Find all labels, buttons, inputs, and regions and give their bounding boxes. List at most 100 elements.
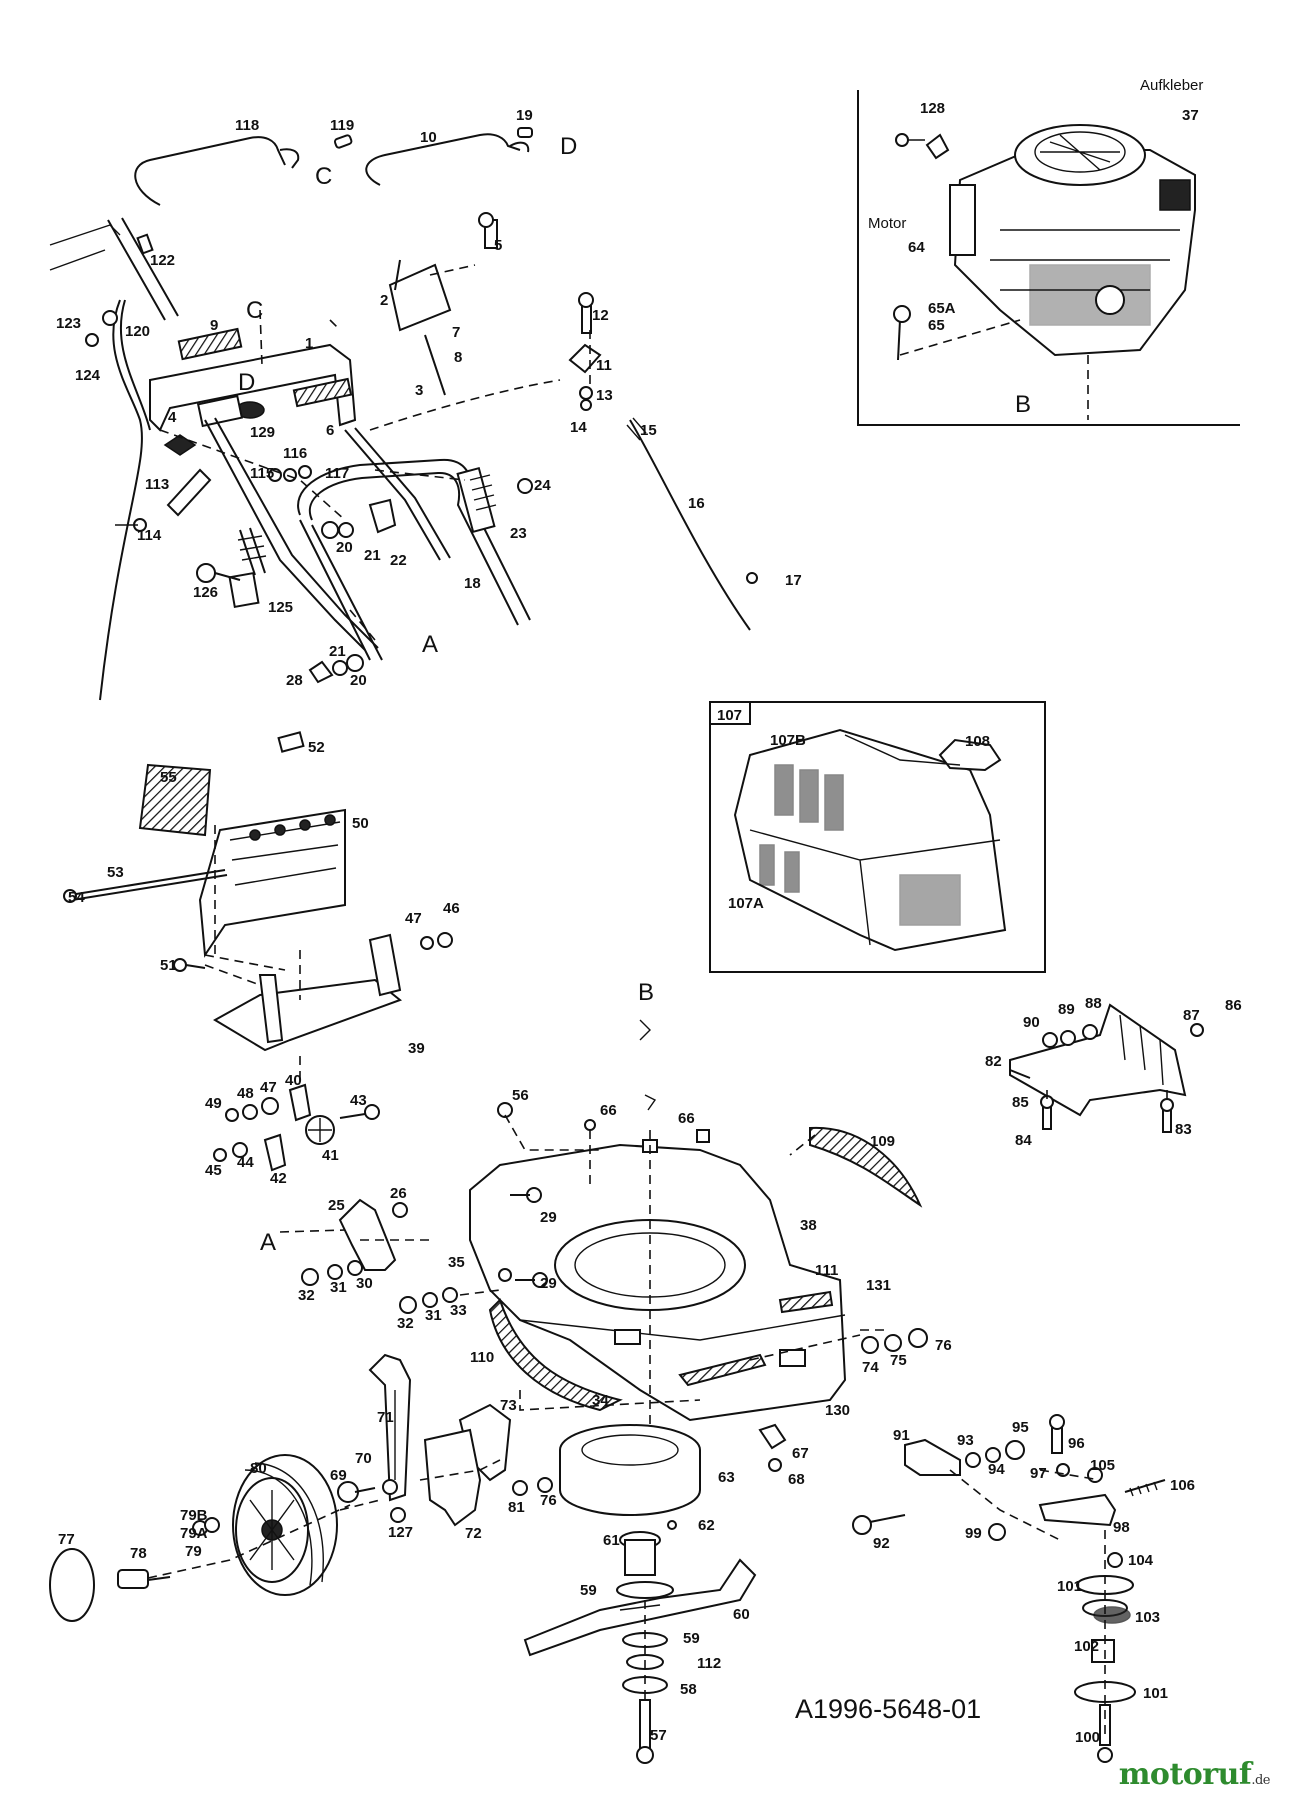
- part-label: 130: [825, 1402, 850, 1419]
- part-label: 50: [352, 815, 369, 832]
- part-label: 115: [250, 465, 274, 482]
- part-label: 131: [866, 1277, 891, 1294]
- part-label: 10: [420, 129, 437, 146]
- part-label: 105: [1090, 1457, 1115, 1474]
- part-label: 44: [237, 1154, 254, 1171]
- part-label: 7: [452, 324, 460, 341]
- rear-flap-assembly: [63, 731, 453, 1052]
- part-label: 122: [150, 252, 175, 269]
- view-letter-d: D: [238, 369, 255, 396]
- part-label: 32: [397, 1315, 414, 1332]
- part-label: 29: [540, 1275, 557, 1292]
- hubcap-77: [49, 1548, 95, 1622]
- part-label: 31: [425, 1307, 442, 1324]
- part-label: 23: [510, 525, 527, 542]
- part-label: 125: [268, 599, 293, 616]
- part-label: 112: [697, 1655, 721, 1672]
- rear-flap-50: [198, 808, 346, 958]
- part-label: 111: [815, 1262, 838, 1279]
- part-label: 19: [516, 107, 533, 124]
- part-label: 60: [733, 1606, 750, 1623]
- part-label: 79A: [180, 1525, 208, 1542]
- part-label: 12: [592, 307, 609, 324]
- part-label: 47: [405, 910, 422, 927]
- part-label: 62: [698, 1517, 715, 1534]
- lever-113: [166, 468, 212, 517]
- part-label: 94: [988, 1461, 1005, 1478]
- clip-54: [63, 889, 77, 903]
- part-label: 54: [68, 889, 85, 906]
- part-label: 9: [210, 317, 218, 334]
- part-label: 4: [168, 409, 177, 426]
- part-label: 98: [1113, 1519, 1130, 1536]
- part-label: 86: [1225, 997, 1242, 1014]
- part-label: 116: [283, 445, 307, 462]
- part-label: 66: [678, 1110, 695, 1127]
- decal-6: [292, 377, 353, 408]
- part-label: 21: [364, 547, 381, 564]
- part-number-labels: 118 119 10 19 122 123 120 124 9 1 4 129 …: [56, 100, 1242, 1746]
- view-letter-a: A: [260, 1229, 276, 1256]
- cable-118: [134, 136, 286, 206]
- part-label: 47: [260, 1079, 277, 1096]
- part-label: 49: [205, 1095, 222, 1112]
- part-label: 67: [792, 1445, 809, 1462]
- part-label: 127: [388, 1524, 413, 1541]
- part-label: 124: [75, 367, 101, 384]
- part-label: 93: [957, 1432, 974, 1449]
- part-label: 80: [250, 1460, 267, 1477]
- mulch-plate-109: [809, 1126, 923, 1208]
- part-label: 11: [596, 357, 612, 374]
- part-label: 22: [390, 552, 407, 569]
- plate-98: [1038, 1493, 1117, 1527]
- part-label: 65: [928, 317, 945, 334]
- part-label: 65A: [928, 300, 956, 317]
- sticker-label: Aufkleber: [1140, 77, 1203, 94]
- part-label: 38: [800, 1217, 817, 1234]
- part-label: 70: [355, 1450, 372, 1467]
- bracket-72: [423, 1428, 482, 1527]
- part-label: 103: [1135, 1609, 1160, 1626]
- handle-assembly: [49, 127, 758, 701]
- part-label: 33: [450, 1302, 467, 1319]
- part-label: 123: [56, 315, 81, 332]
- part-label: 110: [470, 1349, 494, 1366]
- part-label: 53: [107, 864, 124, 881]
- mower-deck: [279, 1019, 928, 1480]
- lower-handle-18: [297, 458, 531, 621]
- part-label: 6: [326, 422, 334, 439]
- part-label: 104: [1128, 1552, 1154, 1569]
- part-label: 24: [534, 477, 551, 494]
- part-label: 43: [350, 1092, 367, 1109]
- clip-52: [277, 731, 305, 753]
- part-label: 100: [1075, 1729, 1100, 1746]
- part-label: 18: [464, 575, 481, 592]
- side-flap-assembly: [1009, 1003, 1204, 1133]
- bracket-39: [213, 978, 403, 1052]
- part-label: 64: [908, 239, 925, 256]
- part-label: 59: [580, 1582, 597, 1599]
- bolt-126: [196, 563, 216, 583]
- lever-71: [368, 1353, 412, 1502]
- part-label: 99: [965, 1525, 982, 1542]
- part-label: 101: [1057, 1578, 1082, 1595]
- blade-assembly: [523, 1423, 787, 1764]
- brand-tld: .de: [1251, 1773, 1270, 1788]
- part-label: 57: [650, 1727, 667, 1744]
- part-label: 79: [185, 1543, 202, 1560]
- part-label: 76: [935, 1337, 952, 1354]
- rod-53: [69, 869, 226, 896]
- part-label: 30: [356, 1275, 373, 1292]
- part-label: 90: [1023, 1014, 1040, 1031]
- part-label: 107A: [728, 895, 764, 912]
- part-label: 85: [1012, 1094, 1029, 1111]
- hubcap-bolt-78: [117, 1569, 149, 1589]
- part-label: 74: [862, 1359, 879, 1376]
- part-label: 17: [785, 572, 802, 589]
- label-130: [779, 1349, 806, 1367]
- part-label: 75: [890, 1352, 907, 1369]
- part-label: 77: [58, 1531, 75, 1548]
- part-label: 128: [920, 100, 945, 117]
- part-label: 32: [298, 1287, 315, 1304]
